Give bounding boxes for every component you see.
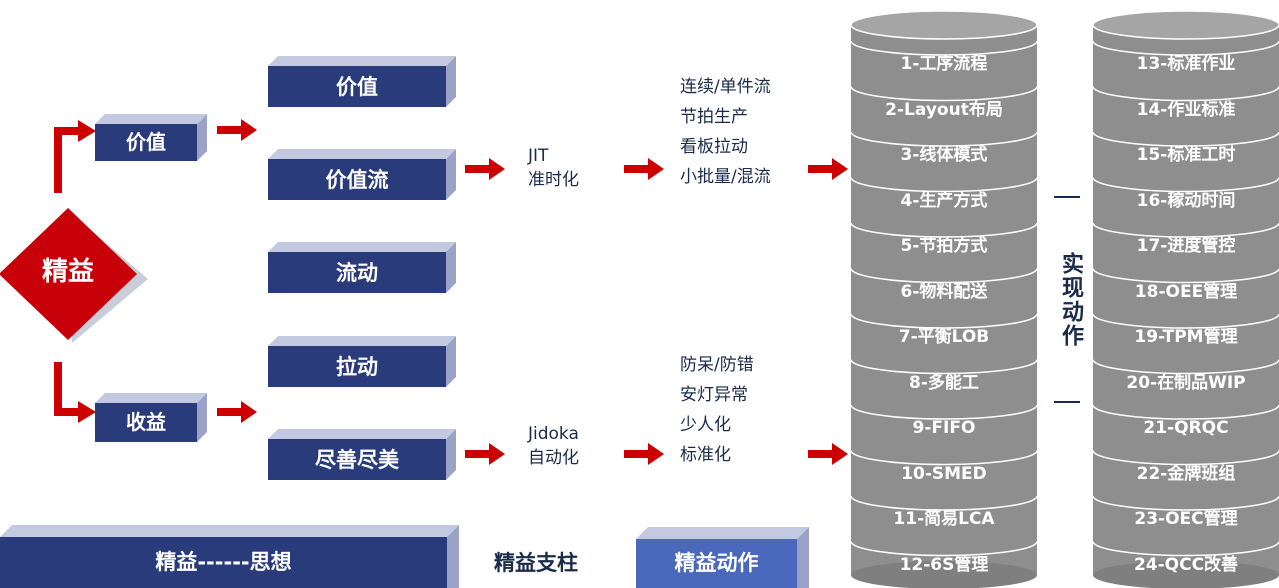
arrow-jit-to-methods xyxy=(624,158,664,180)
right-action-4: 16-稼动时间 xyxy=(1136,190,1236,211)
left-action-5: 5-节拍方式 xyxy=(900,236,988,256)
left-action-3: 3-线体模式 xyxy=(900,145,988,165)
action-cylinder-right xyxy=(1092,10,1279,588)
principle-perfection-label: 尽善尽美 xyxy=(315,448,399,472)
left-action-2: 2-Layout布局 xyxy=(885,99,1003,120)
jit-method-4: 小批量/混流 xyxy=(680,167,771,187)
right-action-12: 24-QCC改善 xyxy=(1133,554,1239,575)
left-action-7: 7-平衡LOB xyxy=(898,327,990,347)
branch-label-value: 价值 xyxy=(126,130,166,154)
principle-pull-label: 拉动 xyxy=(336,355,378,379)
lean-diamond xyxy=(0,208,137,340)
principle-value-label: 价值 xyxy=(336,75,378,99)
arrow-jidoka-methods-to-actions xyxy=(808,443,848,465)
branch-label-benefit: 收益 xyxy=(126,410,166,434)
jidoka-cn: 自动化 xyxy=(528,448,579,468)
left-action-8: 8-多能工 xyxy=(909,372,979,393)
left-action-6: 6-物料配送 xyxy=(900,281,988,302)
connector-upper-arrowhead xyxy=(78,120,96,142)
jit-method-1: 连续/单件流 xyxy=(680,77,771,97)
action-cylinder-left xyxy=(850,10,1038,588)
jit-name: JIT xyxy=(528,146,549,166)
left-action-4: 4-生产方式 xyxy=(900,190,988,211)
principle-value-box xyxy=(268,56,456,107)
right-action-6: 18-OEE管理 xyxy=(1134,281,1238,302)
arrow-value-to-principles xyxy=(217,119,257,141)
jit-cn: 准时化 xyxy=(528,170,579,190)
left-action-11: 11-简易LCA xyxy=(893,509,995,529)
footer-thought-label: 精益------思想 xyxy=(155,550,292,574)
jit-method-2: 节拍生产 xyxy=(680,107,748,127)
left-action-10: 10-SMED xyxy=(901,463,987,484)
right-action-10: 22-金牌班组 xyxy=(1136,463,1236,484)
arrow-valuestream-to-jit xyxy=(465,158,505,180)
left-action-9: 9-FIFO xyxy=(912,418,976,438)
connector-lower-arrowhead xyxy=(78,401,96,423)
jidoka-method-2: 安灯异常 xyxy=(680,385,748,405)
principle-value-stream-box xyxy=(268,149,456,200)
connector-upper xyxy=(54,127,80,193)
right-action-2: 14-作业标准 xyxy=(1136,99,1236,120)
arrow-benefit-to-principles xyxy=(217,401,257,423)
jidoka-method-3: 少人化 xyxy=(680,415,731,435)
right-action-1: 13-标准作业 xyxy=(1136,54,1236,74)
right-action-11: 23-OEC管理 xyxy=(1134,509,1238,529)
branch-box-benefit xyxy=(95,393,207,442)
jidoka-method-1: 防呆/防错 xyxy=(680,355,754,375)
jidoka-name: Jidoka xyxy=(528,424,579,444)
arrow-jit-methods-to-actions xyxy=(808,158,848,180)
middle-vertical-label: 实现动作 xyxy=(1058,252,1083,348)
branch-box-value xyxy=(95,114,207,161)
connector-lower xyxy=(54,362,80,416)
arrow-perfection-to-jidoka xyxy=(465,443,505,465)
arrow-jidoka-to-methods xyxy=(624,443,664,465)
right-action-9: 21-QRQC xyxy=(1143,418,1229,438)
footer-action-box xyxy=(636,527,809,588)
right-action-8: 20-在制品WIP xyxy=(1126,372,1246,393)
jit-method-3: 看板拉动 xyxy=(680,137,748,157)
lean-center-label: 精益 xyxy=(41,257,94,287)
footer-action-label: 精益动作 xyxy=(674,551,759,575)
left-action-12: 12-6S管理 xyxy=(899,554,989,575)
principle-pull-box xyxy=(268,336,456,387)
footer-thought-box xyxy=(0,525,459,588)
right-action-3: 15-标准工时 xyxy=(1136,145,1236,165)
jidoka-method-4: 标准化 xyxy=(680,445,731,465)
principle-flow-box xyxy=(268,242,456,293)
left-action-1: 1-工序流程 xyxy=(900,54,988,74)
right-action-7: 19-TPM管理 xyxy=(1134,327,1238,347)
principle-value-stream-label: 价值流 xyxy=(325,168,389,192)
right-action-5: 17-进度管控 xyxy=(1136,236,1236,256)
principle-flow-label: 流动 xyxy=(336,261,378,285)
principle-perfection-box xyxy=(268,429,456,480)
footer-pillar-label: 精益支柱 xyxy=(494,551,578,575)
